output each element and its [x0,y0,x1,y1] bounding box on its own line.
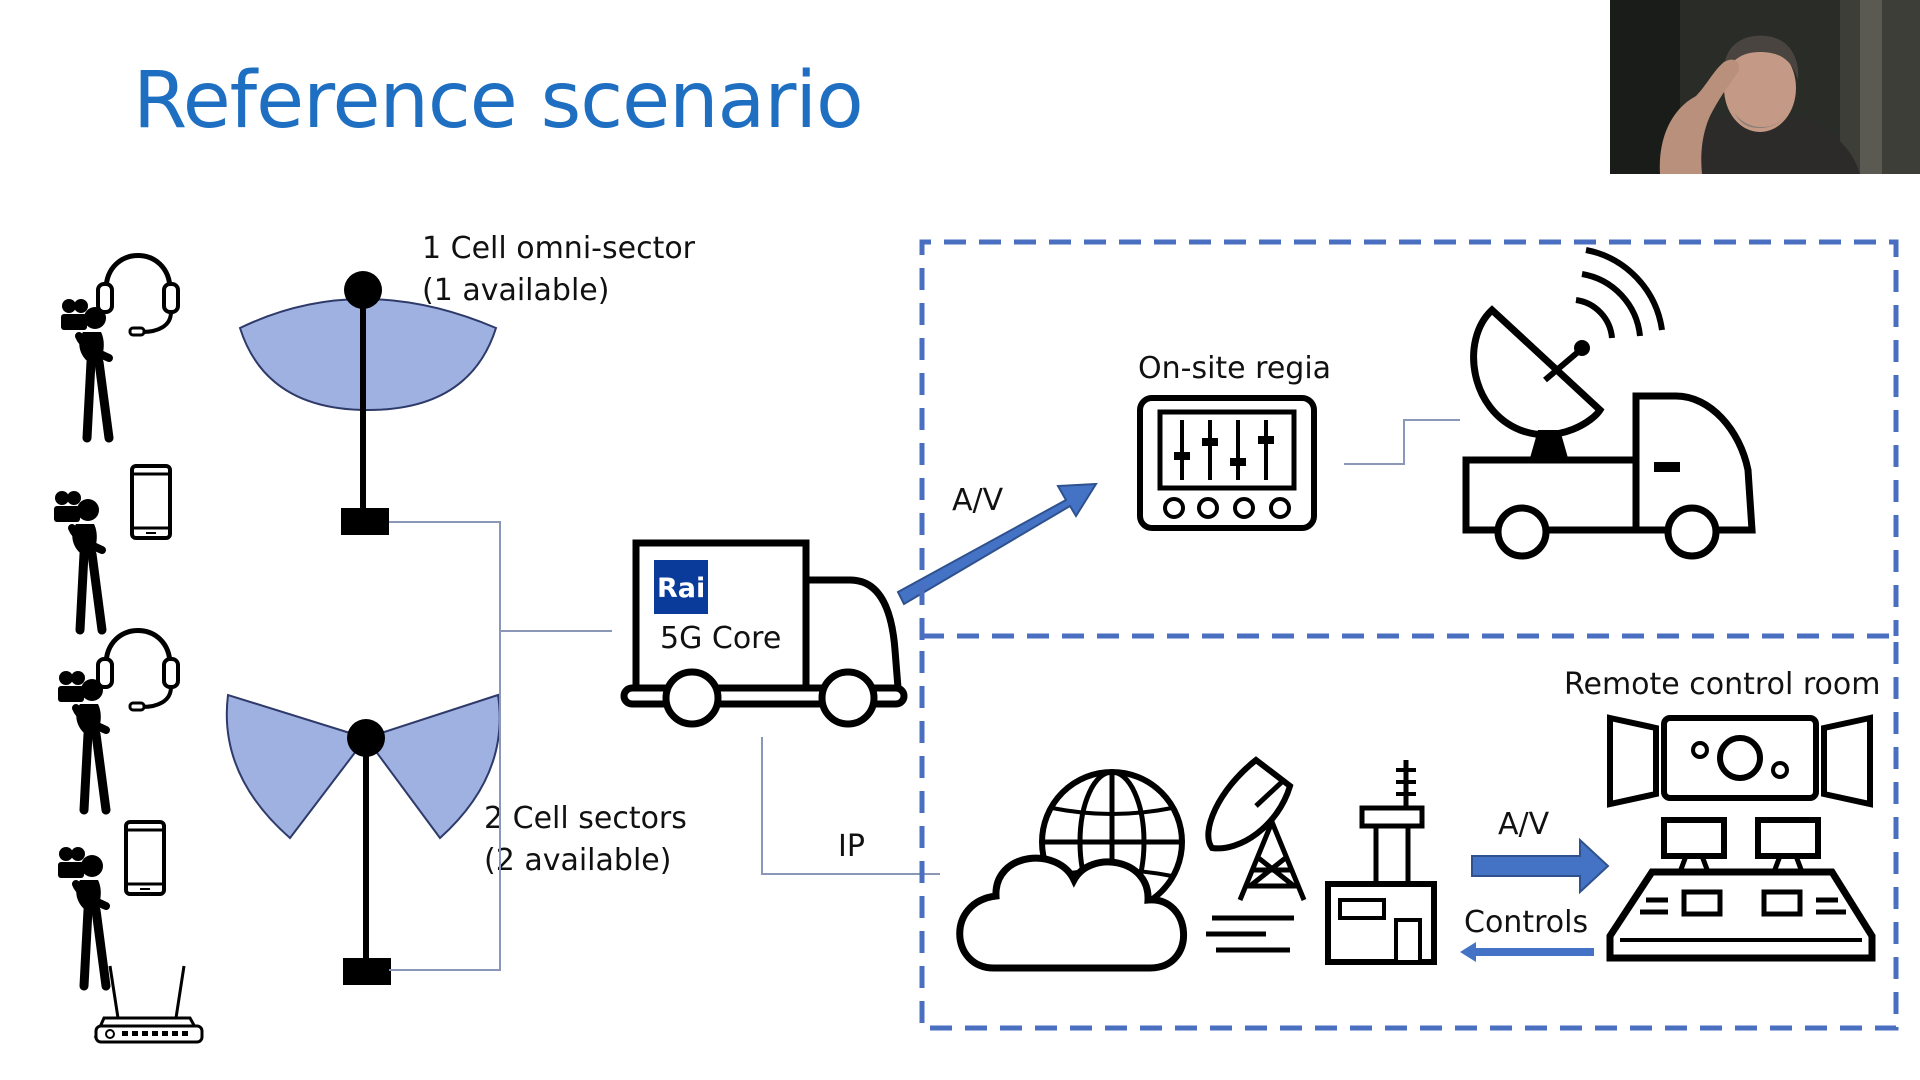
satellite-dish-tower-icon [1205,756,1307,953]
phone-icon [124,820,166,896]
rai-logo-text: Rai [657,573,705,604]
participant-video-icon [1610,0,1920,174]
controls-label: Controls [1464,905,1588,940]
headset-icon [98,631,178,711]
av-uplink-arrow [896,482,1098,606]
remote-control-room-label: Remote control room [1564,667,1880,702]
av-lower-label: A/V [1498,807,1550,842]
rai-logo: Rai [654,560,708,614]
control-room-icon [1606,714,1876,962]
camera-operator-icon [61,299,109,438]
core-label: 5G Core [660,621,781,656]
phone-icon [130,464,172,540]
two-sector-label: 2 Cell sectors [484,801,687,836]
dashed-region-onsite [919,239,1899,640]
ip-connector-line [761,737,940,875]
two-sector-antenna [225,693,501,985]
ip-label: IP [838,829,865,864]
camera-operator-icon [54,491,102,630]
omni-sector-label: 1 Cell omni-sector [422,231,696,266]
headset-icon [98,256,178,336]
satellite-truck-icon [1462,247,1756,560]
two-sector-availability: (2 available) [484,843,671,878]
camera-operator-icon [58,671,106,810]
slide-title: Reference scenario [133,56,864,146]
omni-sector-availability: (1 available) [422,273,609,308]
broadcast-station-icon [1325,760,1437,965]
av-upper-label: A/V [952,483,1004,518]
antenna-connector-lines [389,521,612,971]
mixing-console-icon [1137,395,1317,531]
controls-arrow [1460,942,1594,962]
cloud-globe-icon [956,769,1188,972]
router-icon [93,965,204,1044]
core-truck-icon [620,539,908,728]
av-downlink-arrow [1471,837,1610,895]
webcam-participant-tile [1610,0,1920,174]
dashed-region-remote [919,633,1899,1031]
camera-operator-icon [58,847,106,986]
onsite-regia-label: On-site regia [1138,351,1331,386]
omni-sector-antenna [238,271,498,535]
regia-truck-connector [1344,419,1460,465]
